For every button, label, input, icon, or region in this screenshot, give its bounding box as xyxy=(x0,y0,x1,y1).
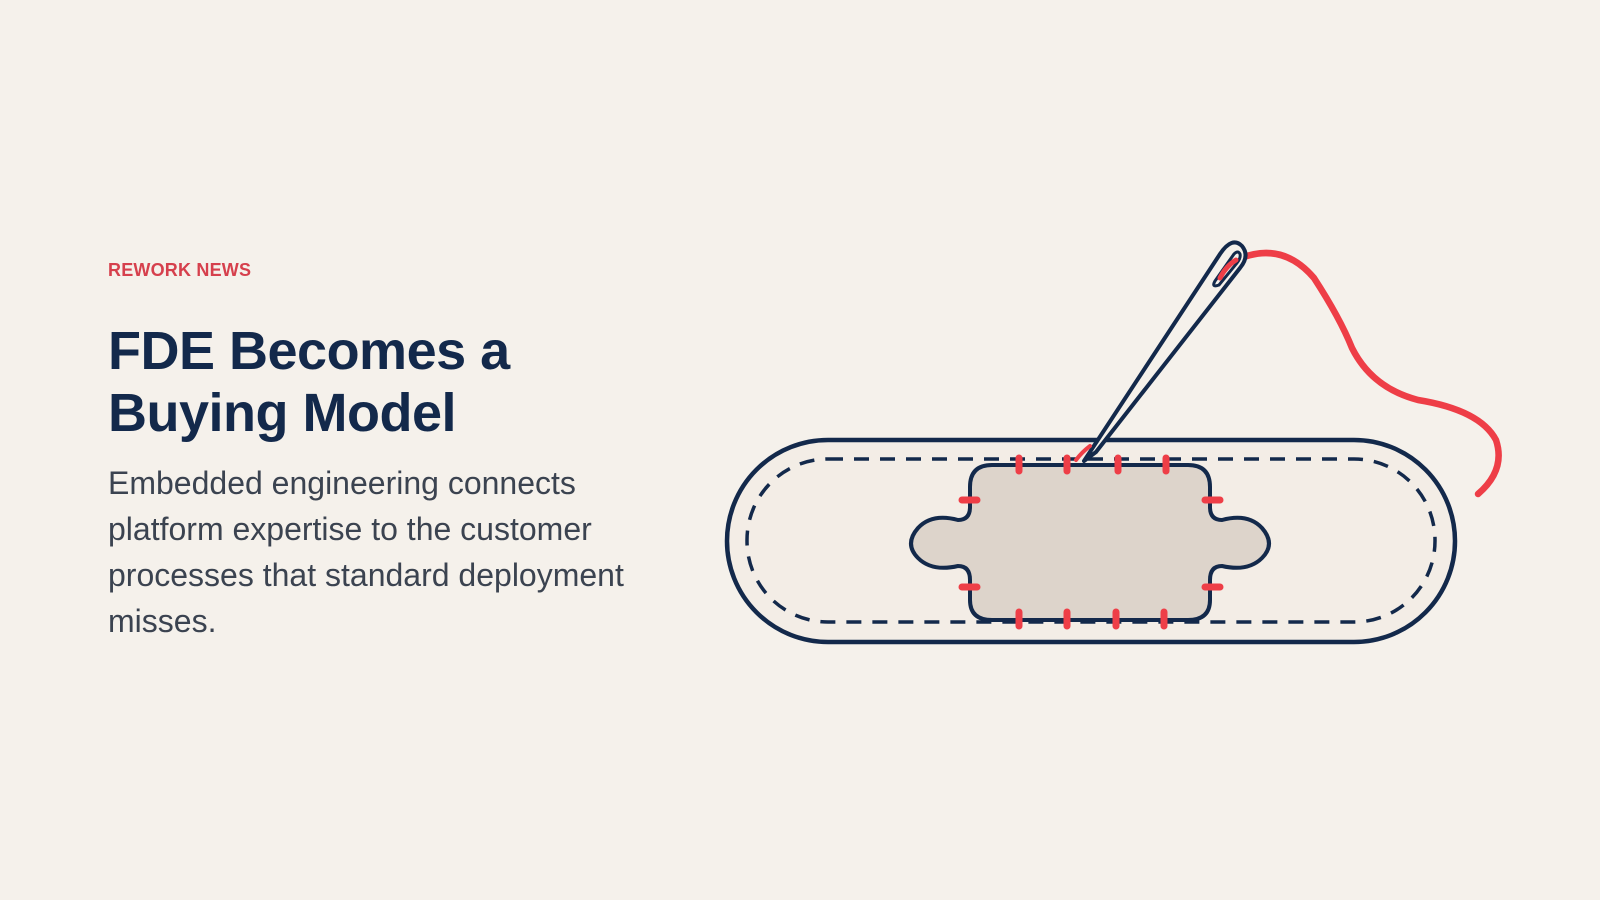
article-header: REWORK NEWS FDE Becomes a Buying Model E… xyxy=(108,256,708,644)
thread-through-eye xyxy=(1217,257,1239,281)
section-kicker: REWORK NEWS xyxy=(108,260,252,280)
thread-icon xyxy=(1228,249,1502,498)
article-deck: Embedded engineering connects platform e… xyxy=(108,465,624,639)
article-headline: FDE Becomes a Buying Model xyxy=(108,321,510,443)
bandage-stitch-illustration xyxy=(724,240,1502,645)
puzzle-patch-icon xyxy=(909,463,1271,622)
red-stitches xyxy=(958,454,1224,630)
thread-at-tip xyxy=(1074,444,1092,462)
